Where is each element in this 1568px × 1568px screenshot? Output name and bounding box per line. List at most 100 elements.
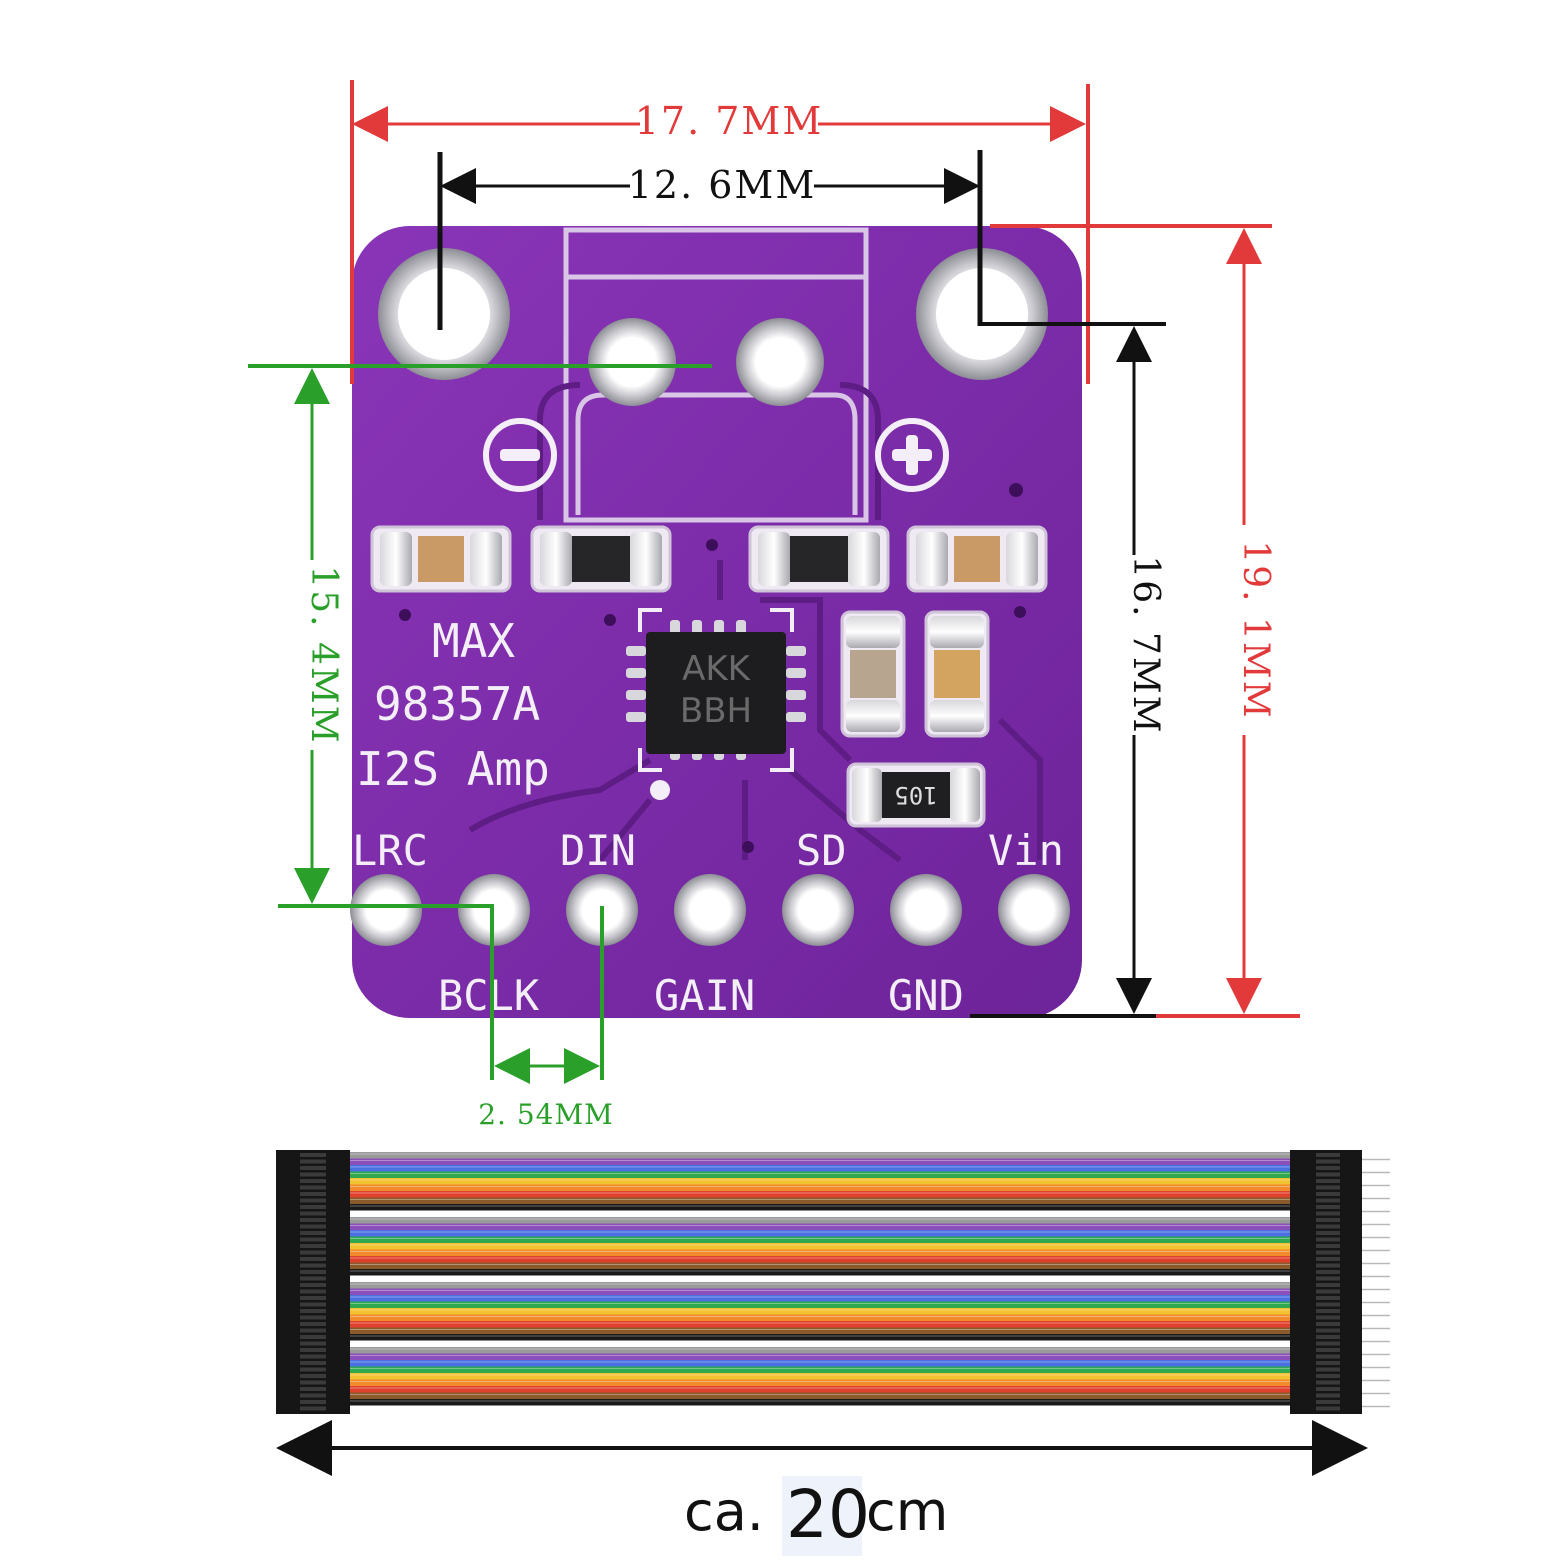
board-label-part: 98357A xyxy=(374,677,540,731)
connector-ridge xyxy=(1316,1211,1340,1216)
connector-ridge xyxy=(1316,1348,1340,1352)
smd-inductor-2 xyxy=(748,525,890,593)
connector-ridge xyxy=(300,1218,326,1222)
jumper-wire xyxy=(340,1340,1300,1348)
jumper-wire xyxy=(340,1152,1300,1160)
connector-ridge xyxy=(300,1400,326,1404)
pin-label-vin: Vin xyxy=(988,826,1064,875)
jumper-wire xyxy=(340,1217,1300,1225)
connector-ridge xyxy=(1316,1263,1340,1268)
jumper-wire xyxy=(340,1392,1300,1400)
connector-ridge xyxy=(1316,1224,1340,1229)
jumper-wire xyxy=(340,1210,1300,1218)
connector-ridge xyxy=(1316,1257,1340,1261)
connector-ridge xyxy=(300,1322,326,1326)
jumper-wire xyxy=(340,1249,1300,1257)
connector-ridge xyxy=(300,1380,326,1385)
jumper-wire xyxy=(340,1366,1300,1374)
connector-ridge xyxy=(1316,1315,1340,1320)
connector-ridge xyxy=(300,1335,326,1339)
connector-ridge xyxy=(300,1315,326,1320)
connector-ridge xyxy=(300,1166,326,1170)
dimension-label-height-inner: 16. 7MM xyxy=(1125,555,1166,734)
connector-ridge xyxy=(300,1192,326,1196)
connector-ridge xyxy=(300,1276,326,1281)
jumper-wire xyxy=(340,1301,1300,1309)
dimension-label-height-outer: 19. 1MM xyxy=(1235,540,1276,719)
connector-ridge xyxy=(1316,1231,1340,1235)
connector-ridge xyxy=(1316,1335,1340,1339)
pin-label-sd: SD xyxy=(796,826,847,875)
connector-ridge xyxy=(300,1309,326,1313)
connector-ridge xyxy=(300,1387,326,1391)
jumper-wire xyxy=(340,1191,1300,1199)
board-label-i2s-amp: I2S Amp xyxy=(356,742,550,796)
connector-ridge xyxy=(300,1179,326,1183)
dimension-width-outer: 17. 7MM xyxy=(350,80,1090,384)
connector-ridge xyxy=(300,1302,326,1307)
jumper-wire xyxy=(340,1282,1300,1290)
connector-ridge xyxy=(300,1159,326,1164)
connector-ridge xyxy=(300,1244,326,1248)
connector-ridge xyxy=(300,1283,326,1287)
jumper-wire xyxy=(340,1360,1300,1368)
connector-ridge xyxy=(300,1198,326,1203)
connector-ridge xyxy=(1316,1244,1340,1248)
jumper-wires xyxy=(340,1152,1300,1413)
jumper-wire xyxy=(340,1327,1300,1335)
pin-label-din: DIN xyxy=(560,826,636,875)
connector-ridge xyxy=(300,1237,326,1242)
caption-value: 20 xyxy=(786,1476,870,1553)
jumper-wire xyxy=(340,1178,1300,1186)
connector-ridge xyxy=(1316,1406,1340,1411)
connector-block-right xyxy=(1290,1150,1362,1414)
connector-ridge xyxy=(1316,1354,1340,1359)
connector-ridge xyxy=(300,1231,326,1235)
connector-ridge xyxy=(300,1257,326,1261)
jumper-wire xyxy=(340,1379,1300,1387)
jumper-wire xyxy=(340,1314,1300,1322)
connector-ridge xyxy=(300,1354,326,1359)
jumper-wire xyxy=(340,1262,1300,1270)
jumper-wire xyxy=(340,1405,1300,1413)
jumper-wire xyxy=(340,1295,1300,1303)
connector-ridge xyxy=(1316,1380,1340,1385)
jumper-wire xyxy=(340,1223,1300,1231)
plus-symbol-icon xyxy=(875,418,949,492)
dimension-hole-to-pins: 15. 4MM xyxy=(248,364,712,908)
connector-ridge xyxy=(300,1361,326,1365)
smd-inductor-1 xyxy=(530,525,672,593)
connector-ridge xyxy=(1316,1270,1340,1274)
connector-ridge xyxy=(1316,1341,1340,1346)
dimension-pin-pitch: 2. 54MM xyxy=(478,906,613,1131)
caption-prefix: ca. xyxy=(684,1480,764,1543)
connector-ridge xyxy=(1316,1276,1340,1281)
connector-ridge xyxy=(300,1406,326,1411)
amp-ic-chip: AKK BBH xyxy=(626,608,806,800)
connector-ridge xyxy=(1316,1250,1340,1255)
jumper-wire xyxy=(340,1165,1300,1173)
connector-ridge xyxy=(300,1348,326,1352)
pcb-vias xyxy=(399,483,1026,853)
jumper-wire xyxy=(340,1230,1300,1238)
jumper-wire xyxy=(340,1256,1300,1264)
connector-ridge xyxy=(1316,1218,1340,1222)
connector-ridge xyxy=(1316,1367,1340,1372)
jumper-wire xyxy=(340,1275,1300,1283)
dimension-height-outer: 19. 1MM xyxy=(990,224,1300,1018)
chip-marking-line2: BBH xyxy=(680,691,752,731)
jumper-wire xyxy=(340,1184,1300,1192)
connector-pins-right xyxy=(1362,1158,1390,1408)
connector-ridge xyxy=(1316,1237,1340,1242)
cable-length-caption: ca. 20 cm xyxy=(684,1476,948,1556)
header-pins xyxy=(350,874,1070,946)
jumper-wire xyxy=(340,1158,1300,1166)
connector-ridge xyxy=(300,1263,326,1268)
connector-ridge xyxy=(1316,1309,1340,1313)
smd-capacitor-4 xyxy=(924,610,990,738)
smd-capacitor-2 xyxy=(906,525,1048,593)
smd-resistor: 105 xyxy=(846,762,986,828)
connector-ridge xyxy=(300,1289,326,1294)
connector-ridge xyxy=(1316,1387,1340,1391)
